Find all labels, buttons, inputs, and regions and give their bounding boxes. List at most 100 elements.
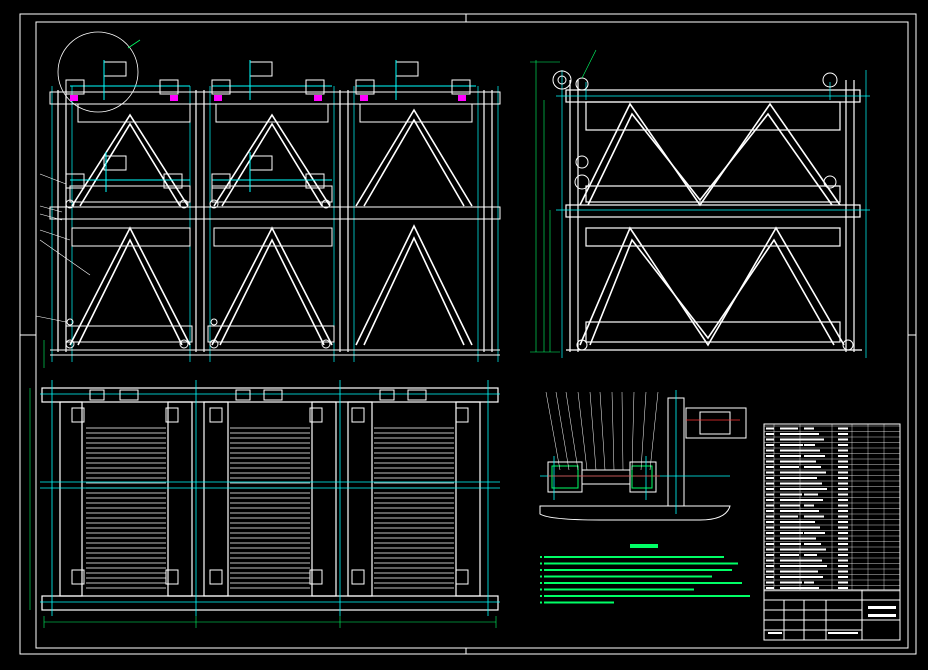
sheet-frame — [19, 13, 917, 655]
table-cell-text — [780, 466, 799, 468]
table-cell-text — [804, 493, 818, 496]
table-cell-text — [766, 537, 774, 540]
table-cell-text — [804, 444, 815, 446]
table-cell-text — [804, 504, 814, 507]
table-cell-text — [780, 543, 801, 545]
table-cell-text — [780, 433, 805, 435]
part-leader — [589, 391, 597, 471]
table-cell-text — [838, 526, 848, 529]
table-cell-text — [766, 466, 774, 468]
table-cell-text — [838, 499, 848, 501]
table-cell-text — [804, 499, 823, 501]
note-bullet — [540, 582, 542, 584]
table-cell-text — [804, 515, 824, 518]
table-cell-text — [780, 548, 808, 551]
table-cell-text — [780, 587, 809, 589]
table-cell-text — [780, 565, 813, 567]
table-cell-text — [838, 565, 848, 567]
table-cell-text — [838, 581, 848, 584]
table-cell-text — [780, 570, 804, 573]
table-cell-text — [766, 559, 774, 562]
table-cell-text — [766, 510, 774, 512]
table-cell-text — [766, 532, 774, 534]
table-cell-text — [804, 554, 817, 556]
parts-list-table — [763, 423, 901, 601]
table-cell-text — [766, 449, 774, 452]
table-cell-text — [780, 532, 803, 534]
table-cell-text — [838, 570, 848, 573]
table-cell-text — [804, 548, 826, 551]
table-cell-text — [780, 455, 801, 457]
table-cell-text — [804, 537, 816, 540]
table-cell-text — [780, 559, 806, 562]
side-elevation-view — [530, 49, 870, 358]
note-line — [544, 588, 694, 591]
table-cell-text — [838, 587, 848, 589]
table-cell-text — [838, 455, 848, 457]
part-leader — [611, 391, 615, 471]
table-cell-text — [838, 510, 848, 512]
table-cell-text — [838, 482, 848, 485]
table-cell-text — [780, 471, 806, 474]
part-leader — [640, 391, 647, 471]
grating-panels — [86, 427, 454, 589]
table-cell-text — [838, 559, 848, 562]
table-cell-text — [766, 576, 774, 578]
table-cell-text — [838, 521, 848, 523]
part-leader — [565, 391, 579, 471]
note-line — [544, 556, 724, 558]
table-cell-text — [780, 460, 808, 463]
table-cell-text — [838, 576, 848, 578]
table-cell-text — [838, 460, 848, 463]
note-line — [544, 601, 614, 604]
part-leader — [577, 391, 588, 471]
table-cell-text — [804, 455, 825, 457]
table-cell-text — [804, 565, 827, 567]
table-cell-text — [838, 543, 848, 545]
part-leader — [555, 391, 570, 471]
table-cell-text — [766, 570, 774, 573]
table-cell-text — [804, 510, 819, 512]
table-cell-text — [780, 449, 810, 452]
note-bullet — [540, 569, 542, 571]
table-cell-text — [804, 438, 824, 441]
notes-text-lines — [540, 556, 750, 604]
table-cell-text — [780, 477, 813, 479]
table-cell-text — [766, 499, 774, 501]
table-cell-text — [838, 466, 848, 468]
table-cell-text — [804, 466, 821, 468]
table-cell-text — [804, 543, 821, 545]
front-elevation-view — [35, 31, 501, 368]
part-leader-lines — [545, 391, 659, 471]
drive-detail-view — [539, 390, 747, 521]
note-line — [544, 582, 742, 584]
table-cell-text — [804, 570, 818, 573]
table-cell-text — [780, 504, 800, 507]
table-cell-text — [780, 526, 812, 529]
table-cell-text — [766, 521, 774, 523]
table-cell-text — [838, 433, 848, 435]
table-cell-text — [838, 532, 848, 534]
part-leader — [545, 391, 561, 471]
table-cell-text — [804, 526, 820, 529]
table-cell-text — [780, 515, 798, 518]
table-cell-text — [766, 587, 774, 589]
table-cell-text — [780, 576, 811, 578]
table-cell-text — [780, 427, 798, 430]
table-cell-text — [804, 471, 826, 474]
note-line — [544, 575, 712, 578]
part-leader — [649, 391, 659, 471]
table-cell-text — [804, 433, 819, 435]
title-block-fills — [768, 606, 896, 634]
table-cell-text — [766, 488, 774, 490]
note-line — [544, 569, 732, 571]
technical-notes — [540, 544, 750, 604]
table-cell-text — [780, 493, 802, 496]
table-cell-text — [804, 460, 816, 463]
note-line — [544, 595, 750, 597]
detail-callout-circle — [57, 31, 139, 113]
table-cell-text — [766, 444, 774, 446]
table-cell-text — [780, 537, 810, 540]
table-cell-text — [780, 438, 812, 441]
